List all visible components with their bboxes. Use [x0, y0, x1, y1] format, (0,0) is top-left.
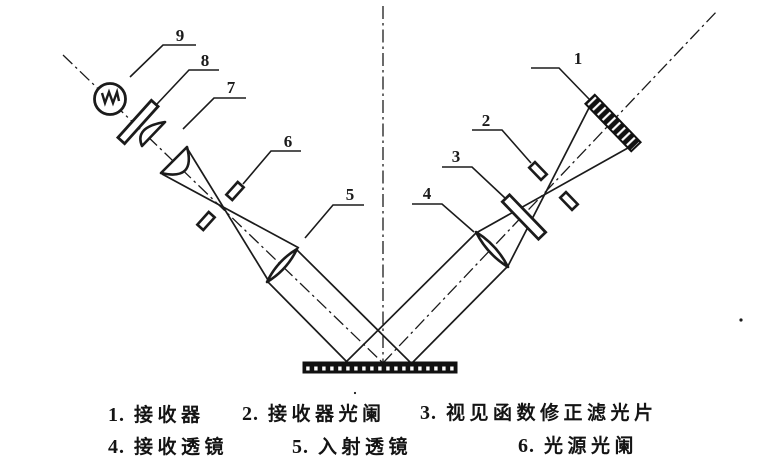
filament-zigzag-icon: [100, 87, 121, 107]
receiver-detector: [583, 93, 643, 153]
legend-number: 6.: [518, 435, 535, 457]
reflected-beam-ray: [344, 232, 477, 364]
leader-6: [242, 150, 301, 185]
legend-label: 视见函数修正滤光片: [446, 403, 658, 424]
condenser-lens-rear: [159, 145, 191, 176]
callout-8: 8: [201, 51, 210, 70]
legend-number: 5.: [292, 436, 309, 458]
callout-4: 4: [423, 184, 432, 203]
callout-2: 2: [482, 111, 491, 130]
light-rays: [161, 101, 636, 364]
legend-label: 接收透镜: [134, 437, 229, 458]
scan-specks: [353, 318, 743, 409]
leader-5: [304, 204, 364, 239]
lamp-source-icon: [93, 82, 127, 116]
source-cone-ray: [161, 173, 300, 249]
callout-7: 7: [227, 78, 236, 97]
legend-label: 入射透镜: [318, 437, 413, 458]
receiver-cone-ray: [507, 101, 593, 267]
speck: [353, 391, 357, 395]
leader-8: [156, 69, 219, 105]
legend-label: 光源光阑: [544, 436, 639, 457]
incident-beam-ray: [266, 280, 349, 364]
leader-7: [182, 97, 246, 130]
legend-item-3: 3. 视见函数修正滤光片: [420, 398, 658, 425]
incident-lens: [265, 247, 299, 284]
receiver-aperture-blade: [558, 190, 580, 212]
callout-1: 1: [574, 49, 583, 68]
legend-number: 1.: [108, 404, 125, 426]
sample-surface: [302, 361, 458, 374]
legend-label: 接收器光阑: [268, 404, 386, 425]
receiving-lens: [474, 230, 510, 269]
legend-item-1: 1. 接收器: [108, 400, 205, 427]
legend-item-5: 5. 入射透镜: [292, 432, 412, 459]
callout-5: 5: [346, 185, 355, 204]
speck: [354, 405, 358, 409]
legend-label: 接收器: [134, 405, 205, 426]
callout-leaders: [129, 44, 590, 239]
legend-item-2: 2. 接收器光阑: [242, 399, 386, 426]
leader-3: [442, 166, 506, 199]
leader-1: [531, 67, 590, 100]
leader-4: [412, 203, 475, 233]
source-aperture-blade: [195, 210, 217, 232]
leader-2: [472, 129, 532, 164]
reflected-beam-ray: [411, 265, 509, 364]
legend-number: 3.: [420, 402, 437, 424]
legend-item-6: 6. 光源光阑: [518, 431, 638, 458]
receiver-aperture-blade: [527, 160, 549, 182]
incident-beam-ray: [296, 249, 412, 364]
source-cone-ray: [186, 147, 269, 281]
leader-9: [129, 44, 196, 78]
source-filter-slab: [115, 98, 161, 146]
callout-3: 3: [452, 147, 461, 166]
callout-digits: 9 8 7 6 5 1 2 3 4: [176, 26, 583, 204]
optical-axes: [62, 6, 719, 364]
speck: [739, 318, 743, 322]
legend-number: 4.: [108, 436, 125, 458]
receiver-cone-ray: [475, 143, 636, 234]
condenser-lens-front: [139, 120, 167, 148]
legend-number: 2.: [242, 403, 259, 425]
correction-filter-slab: [500, 192, 548, 242]
legend-item-4: 4. 接收透镜: [108, 432, 228, 459]
receiving-axis-line: [382, 9, 719, 364]
source-aperture-blade: [224, 180, 246, 202]
callout-9: 9: [176, 26, 185, 45]
callout-6: 6: [284, 132, 293, 151]
